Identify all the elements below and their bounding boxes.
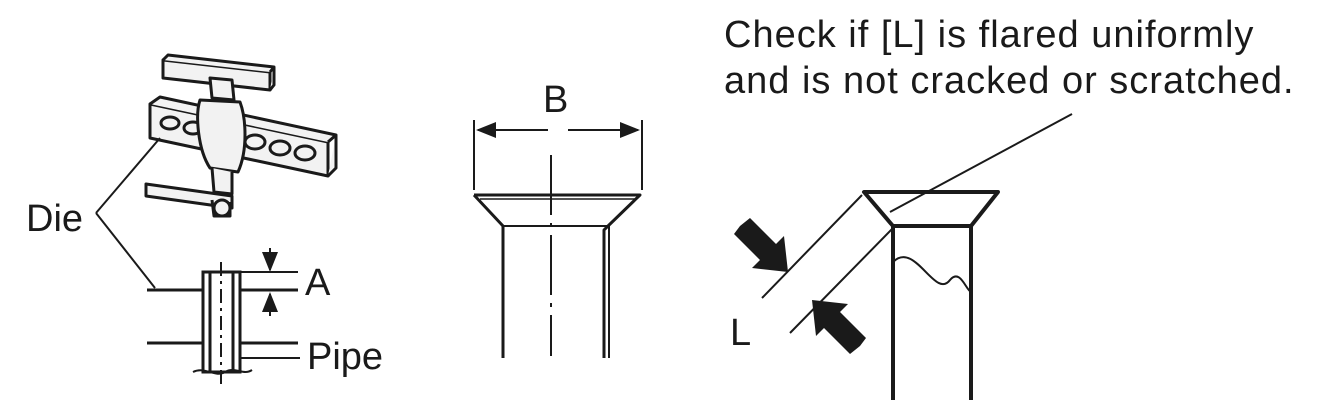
note-leader-line bbox=[889, 113, 1073, 213]
dimension-a-label: A bbox=[305, 262, 331, 304]
die-hole bbox=[293, 144, 317, 162]
flaring-tool bbox=[144, 53, 338, 218]
die-hole bbox=[243, 133, 267, 151]
l-label: L bbox=[730, 312, 751, 354]
inspection-note-line-1: Check if [L] is flared uniformly bbox=[724, 14, 1255, 56]
pipe-in-die bbox=[192, 262, 253, 385]
flared-pipe-cutaway bbox=[862, 190, 1000, 400]
dimension-b-label: B bbox=[543, 79, 568, 121]
die-leader-lines bbox=[95, 137, 161, 289]
arrow-lower bbox=[812, 300, 866, 354]
tool-t-handle bbox=[161, 53, 276, 92]
die-cross-section bbox=[147, 288, 298, 345]
inspection-note: Check if [L] is flared uniformly and is … bbox=[724, 12, 1324, 104]
flared-pipe-front bbox=[472, 155, 642, 358]
arrow-upper bbox=[734, 218, 788, 272]
dimension-b bbox=[473, 120, 643, 190]
pipe-label: Pipe bbox=[307, 336, 383, 378]
die-hole bbox=[159, 115, 181, 131]
die-label: Die bbox=[26, 198, 83, 240]
l-dimension-lines bbox=[761, 194, 894, 334]
die-hole bbox=[268, 139, 292, 157]
dimension-a bbox=[240, 248, 298, 316]
inspection-note-line-2: and is not cracked or scratched. bbox=[724, 60, 1295, 102]
l-indicator-arrows bbox=[734, 218, 866, 354]
tool-yoke-body bbox=[144, 76, 247, 218]
